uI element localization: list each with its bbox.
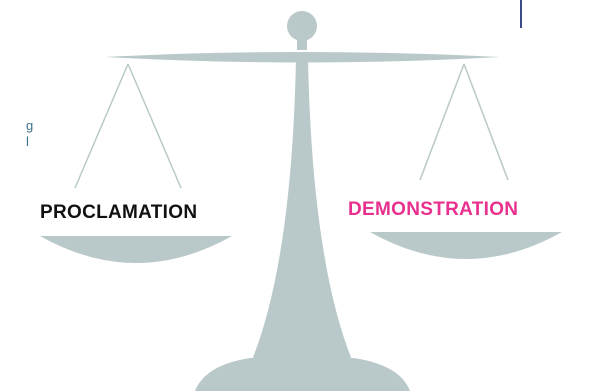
scale-base [195,358,410,391]
right-pan-label: DEMONSTRATION [348,199,519,220]
scale-top-knob [287,11,317,41]
right-pan-string-right [463,63,509,181]
scale-neck [297,36,307,50]
right-pan-string-left [419,63,465,181]
edge-text-line-1: g [26,118,34,133]
left-pan-label: PROCLAMATION [40,202,198,223]
left-pan [40,236,232,263]
left-pan-string-right [127,63,182,189]
scale-beam [105,52,500,63]
scale-pillar [252,58,352,360]
right-pan [370,232,562,259]
edge-text-line-2: l [26,134,29,149]
left-pan-string-left [74,63,129,189]
